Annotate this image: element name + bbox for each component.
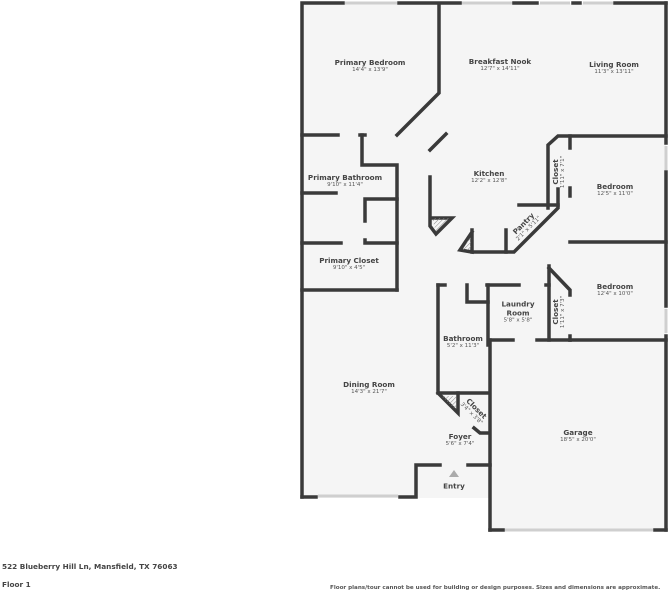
room-name: Bedroom (596, 182, 634, 191)
room-dimensions: 5'2" x 11'3" (446, 343, 480, 349)
room-dimensions: 12'4" x 10'0" (597, 291, 633, 297)
room-dimensions: 1'11" x 7'1" (560, 155, 566, 189)
room-name: Closet (551, 159, 560, 185)
kitchen-counter-hatch (432, 218, 450, 232)
room-name: Primary Bedroom (334, 58, 406, 67)
room-dimensions: 11'3" x 13'11" (594, 69, 634, 75)
room-name: Kitchen (473, 169, 505, 178)
room-dimensions: 9'10" x 4'5" (332, 265, 366, 271)
floor-label: Floor 1 (2, 580, 31, 589)
room-dimensions: 14'4" x 13'9" (352, 67, 388, 73)
room-dimensions: 14'3" x 21'7" (351, 389, 387, 395)
room-dimensions: 12'2" x 12'8" (471, 178, 507, 184)
room-dimensions: 12'5" x 11'0" (597, 191, 633, 197)
room-dimensions: 12'7" x 14'11" (480, 66, 520, 72)
room-name: Primary Closet (319, 256, 379, 265)
closet-hatch (441, 396, 456, 410)
room-name: Breakfast Nook (468, 57, 532, 66)
room-dimensions: 18'5" x 20'0" (560, 437, 596, 443)
room-name: Garage (563, 428, 593, 437)
room-name: Laundry Room (501, 299, 535, 318)
room-dimensions: 1'11" x 7'3" (560, 295, 566, 329)
disclaimer-text: Floor plans/tour cannot be used for buil… (330, 585, 661, 591)
room-dimensions: 5'8" x 5'8" (503, 317, 533, 324)
room-name: Dining Room (343, 380, 395, 389)
room-name: Living Room (589, 60, 639, 69)
entry-arrow-icon (449, 470, 459, 477)
property-address: 522 Blueberry Hill Ln, Mansfield, TX 760… (2, 562, 178, 571)
room-dimensions: 5'6" x 7'4" (445, 441, 475, 447)
kitchen-counter-hatch (462, 235, 471, 250)
room-name: Closet (551, 299, 560, 325)
room-name: Bathroom (443, 334, 483, 343)
room-name: Primary Bathroom (307, 173, 383, 182)
room-name: Foyer (448, 432, 472, 441)
room-name: Bedroom (596, 282, 634, 291)
entry-label: Entry (443, 481, 465, 491)
room-dimensions: 9'10" x 11'4" (327, 182, 363, 188)
